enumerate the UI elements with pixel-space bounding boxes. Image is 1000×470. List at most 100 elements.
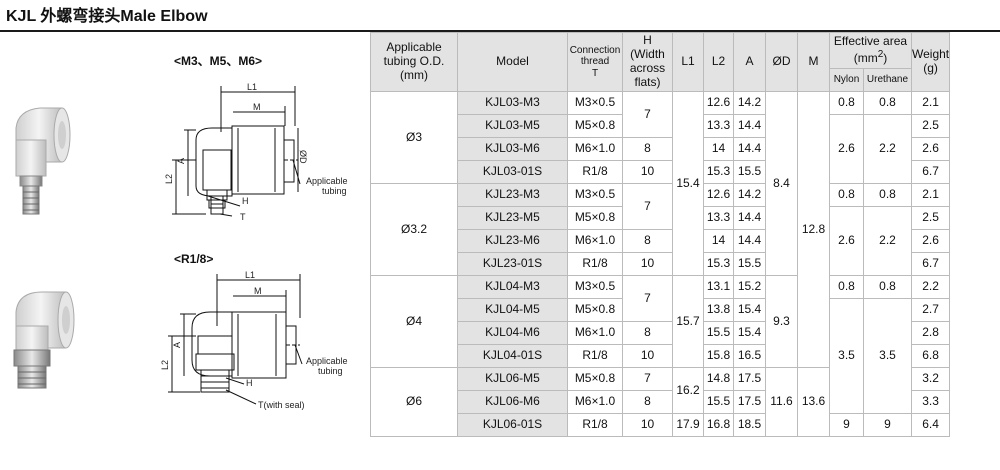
- cell-l2: 15.3: [703, 252, 734, 276]
- header-nylon: Nylon: [829, 68, 864, 92]
- cell-a: 14.2: [733, 183, 766, 207]
- cell-od: 8.4: [765, 91, 798, 276]
- cell-tubing-od: Ø6: [370, 367, 458, 437]
- cell-thread: M3×0.5: [567, 183, 623, 207]
- cell-l2: 13.8: [703, 298, 734, 322]
- cell-h: 8: [622, 229, 673, 253]
- cell-weight: 2.8: [910, 321, 951, 345]
- cell-thread: M3×0.5: [567, 91, 623, 115]
- cell-l2: 15.3: [703, 160, 734, 184]
- callout-tubing: tubing: [322, 186, 347, 196]
- dim-m-label-r18: M: [254, 286, 262, 296]
- cell-urethane: 0.8: [863, 91, 912, 115]
- callout-applicable: Applicable: [306, 176, 348, 186]
- cell-model: KJL04-M5: [457, 298, 568, 322]
- cell-thread: M6×1.0: [567, 390, 623, 414]
- cell-model: KJL23-M6: [457, 229, 568, 253]
- dim-h-label-r18: H: [246, 378, 253, 388]
- header-l2: L2: [703, 32, 734, 92]
- product-drawings: L1 M ØD A L2 H T Applicable tubing L1 M …: [13, 82, 348, 410]
- cell-l2: 14.8: [703, 367, 734, 391]
- cell-nylon: 3.5: [829, 298, 864, 414]
- header-a: A: [733, 32, 766, 92]
- cell-l2: 14: [703, 137, 734, 161]
- cell-thread: M6×1.0: [567, 137, 623, 161]
- header-model: Model: [457, 32, 568, 92]
- cell-h: 8: [622, 137, 673, 161]
- cell-thread: R1/8: [567, 413, 623, 437]
- dim-m-label: M: [253, 102, 261, 112]
- cell-model: KJL03-M5: [457, 114, 568, 138]
- cell-urethane: 2.2: [863, 114, 912, 184]
- cell-l2: 15.5: [703, 321, 734, 345]
- cell-h: 8: [622, 390, 673, 414]
- cell-od: 11.6: [765, 367, 798, 437]
- cell-a: 15.2: [733, 275, 766, 299]
- dim-l1-label-r18: L1: [245, 270, 255, 280]
- dim-a-label-r18: A: [172, 342, 182, 348]
- cell-a: 15.4: [733, 298, 766, 322]
- dim-l1-label: L1: [247, 82, 257, 92]
- dim-t-label-r18: T(with seal): [258, 400, 305, 410]
- cell-model: KJL23-M3: [457, 183, 568, 207]
- cell-urethane: 3.5: [863, 298, 912, 414]
- cell-l1: 17.9: [672, 413, 704, 437]
- variant-label-r18: <R1/8>: [174, 252, 214, 266]
- cell-model: KJL04-M6: [457, 321, 568, 345]
- cell-weight: 2.7: [910, 298, 951, 322]
- cell-h: 10: [622, 160, 673, 184]
- cell-l2: 15.5: [703, 390, 734, 414]
- cell-model: KJL04-M3: [457, 275, 568, 299]
- cell-thread: M5×0.8: [567, 298, 623, 322]
- cell-nylon: 9: [829, 413, 864, 437]
- cell-a: 14.4: [733, 114, 766, 138]
- header-urethane: Urethane: [863, 68, 912, 92]
- cell-weight: 3.2: [910, 367, 951, 391]
- cell-weight: 2.5: [910, 206, 951, 230]
- cell-thread: M5×0.8: [567, 367, 623, 391]
- cell-weight: 6.7: [910, 160, 951, 184]
- callout-tubing-r18: tubing: [318, 366, 343, 376]
- cell-h: 10: [622, 344, 673, 368]
- cell-thread: M5×0.8: [567, 206, 623, 230]
- cell-thread: R1/8: [567, 160, 623, 184]
- dim-h-label: H: [242, 196, 249, 206]
- cell-model: KJL06-M5: [457, 367, 568, 391]
- cell-tubing-od: Ø4: [370, 275, 458, 368]
- cell-thread: R1/8: [567, 252, 623, 276]
- cell-model: KJL06-M6: [457, 390, 568, 414]
- cell-thread: M6×1.0: [567, 321, 623, 345]
- cell-l2: 12.6: [703, 183, 734, 207]
- cell-weight: 2.5: [910, 114, 951, 138]
- cell-l2: 12.6: [703, 91, 734, 115]
- header-effective-area: Effective area(mm2): [829, 32, 912, 69]
- cell-a: 14.4: [733, 229, 766, 253]
- cell-l2: 16.8: [703, 413, 734, 437]
- cell-l2: 13.1: [703, 275, 734, 299]
- cell-model: KJL23-M5: [457, 206, 568, 230]
- variant-label-metric: <M3、M5、M6>: [174, 54, 263, 68]
- cell-weight: 3.3: [910, 390, 951, 414]
- cell-a: 14.2: [733, 91, 766, 115]
- product-photo-r18: [13, 291, 75, 389]
- cell-model: KJL06-01S: [457, 413, 568, 437]
- cell-l2: 14: [703, 229, 734, 253]
- cell-thread: M5×0.8: [567, 114, 623, 138]
- product-photo-metric: [15, 107, 71, 215]
- cell-a: 18.5: [733, 413, 766, 437]
- cell-urethane: 2.2: [863, 206, 912, 276]
- cell-thread: M6×1.0: [567, 229, 623, 253]
- cell-weight: 2.1: [910, 183, 951, 207]
- dim-a-label: A: [176, 158, 186, 164]
- cell-weight: 2.1: [910, 91, 951, 115]
- cell-urethane: 9: [863, 413, 912, 437]
- cell-urethane: 0.8: [863, 275, 912, 299]
